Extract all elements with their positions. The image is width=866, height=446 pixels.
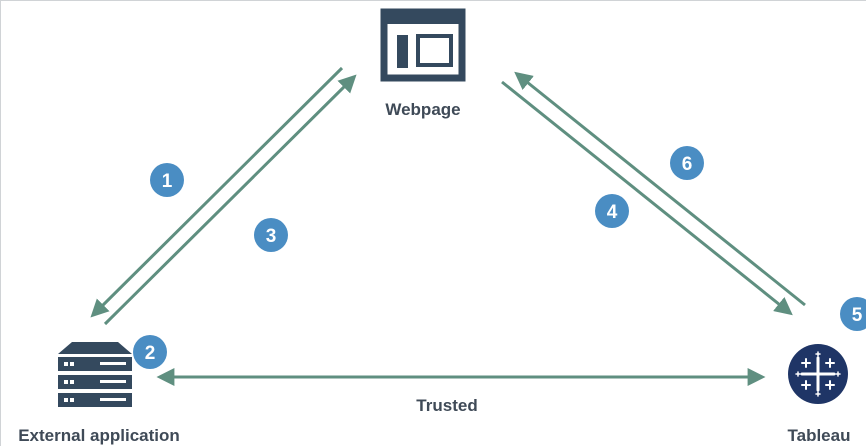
step-badge-3: 3 [254,218,288,252]
arrow-tableau-to-webpage [514,71,806,307]
server-icon [58,342,132,407]
step-badge-2: 2 [133,335,167,369]
frame-top-border [0,0,866,1]
arrow-external-to-webpage [103,74,357,326]
arrow-webpage-to-external [90,66,344,318]
frame-left-border [0,0,1,446]
svg-text:2: 2 [145,343,156,364]
webpage-label: Webpage [385,100,460,119]
arrow-webpage-to-tableau [501,80,793,316]
svg-text:1: 1 [162,171,173,192]
svg-text:4: 4 [607,202,618,223]
step-badge-5: 5 [840,297,866,331]
svg-text:6: 6 [682,154,693,175]
step-badge-6: 6 [670,146,704,180]
step-badge-4: 4 [595,194,629,228]
svg-text:3: 3 [266,226,277,247]
tableau-label: Tableau [788,426,851,445]
tableau-logo-icon [788,344,848,404]
external-application-label: External application [18,426,180,445]
step-badge-1: 1 [150,163,184,197]
webpage-icon [380,8,466,82]
svg-text:5: 5 [852,305,863,326]
trusted-label: Trusted [416,396,477,415]
